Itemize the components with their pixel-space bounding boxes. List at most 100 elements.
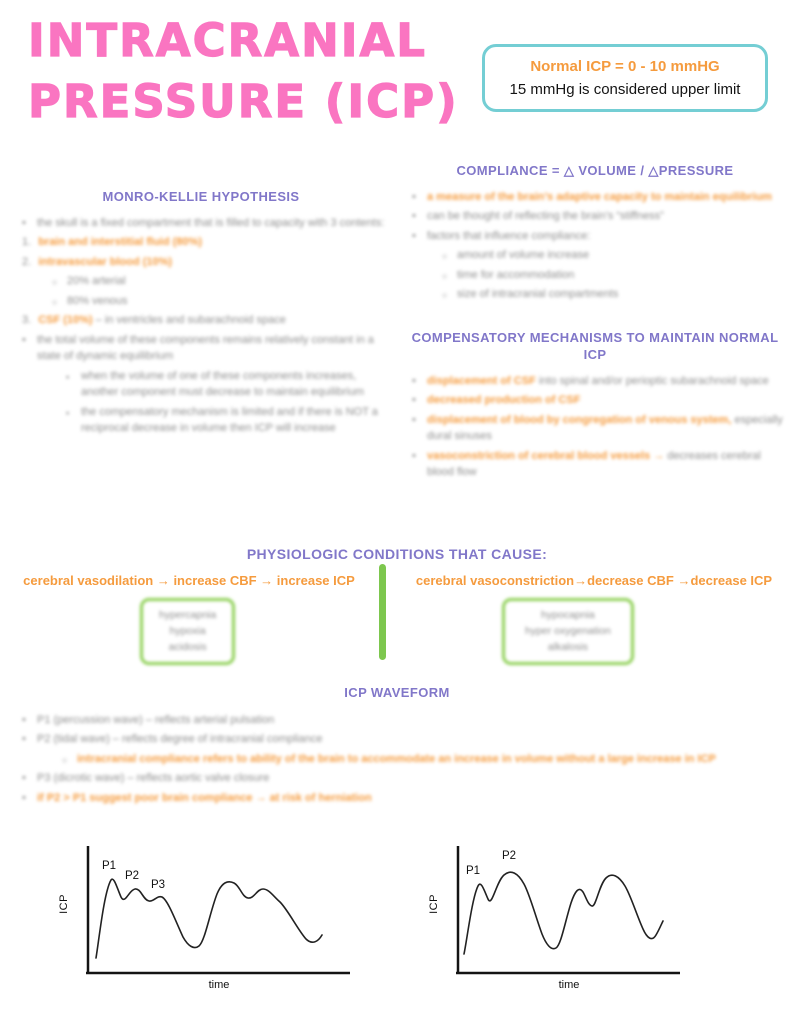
cause-item: hypercapnia (159, 608, 217, 621)
peak-label-p1: P1 (102, 860, 117, 872)
section-compliance: COMPLIANCE = △ VOLUME / △PRESSURE a meas… (402, 162, 788, 484)
list-item: intravascular blood (10%) (22, 254, 390, 271)
square-marker (66, 404, 74, 437)
compensatory-list: displacement of CSF into spinal and/or p… (402, 373, 788, 481)
x-axis-label: time (558, 979, 580, 991)
compliance-list: a measure of the brain’s adaptive capaci… (402, 189, 788, 303)
condition-boxes: hypercapnia hypoxia acidosis hypocapnia … (0, 597, 794, 670)
list-item: a measure of the brain’s adaptive capaci… (412, 189, 788, 206)
note-text: a measure of the brain’s adaptive capaci… (427, 190, 772, 203)
note-text: the compensatory mechanism is limited an… (81, 405, 378, 435)
cause-item: hyper oxygenation (525, 625, 611, 638)
circle-marker (442, 286, 450, 303)
bullet-marker (412, 228, 420, 245)
y-axis-label: ICP (57, 894, 70, 914)
poor-compliance-icp-waveform-chart: ICP time P1 P2 (428, 840, 708, 1016)
list-item: displacement of blood by congregation of… (412, 412, 788, 445)
section-physiologic-conditions: PHYSIOLOGIC CONDITIONS THAT CAUSE: cereb… (0, 545, 794, 670)
bullet-marker (22, 712, 30, 729)
page-title-line2: PRESSURE (ICP) (27, 74, 459, 128)
note-text-lead: displacement of blood by congregation of… (427, 413, 732, 426)
list-item: the compensatory mechanism is limited an… (66, 404, 390, 437)
circle-marker (62, 751, 70, 768)
list-item: CSF (10%) – in ventricles and subarachno… (22, 312, 390, 329)
list-item: displacement of CSF into spinal and/or p… (412, 373, 788, 390)
number-marker (22, 312, 31, 329)
monro-list: the skull is a fixed compartment that is… (12, 215, 390, 437)
icp-waveform-curve (463, 871, 664, 955)
peak-label-p2: P2 (125, 870, 140, 882)
list-item: vasoconstriction of cerebral blood vesse… (412, 448, 788, 481)
list-item: if P2 > P1 suggest poor brain compliance… (22, 790, 778, 807)
vasoconstriction-causes-box: hypocapnia hyper oxygenation alkalosis (502, 597, 634, 665)
bullet-marker (22, 790, 30, 807)
note-text: 20% arterial (67, 275, 126, 288)
number-marker (22, 234, 31, 251)
circle-marker (52, 273, 60, 290)
note-text: when the volume of one of these componen… (81, 369, 365, 399)
note-text-lead: CSF (10%) (38, 314, 93, 327)
list-item: intracranial compliance refers to abilit… (62, 751, 778, 768)
note-text: amount of volume increase (457, 249, 590, 262)
section-icp-waveform: ICP WAVEFORM P1 (percussion wave) – refl… (0, 684, 794, 809)
list-item: P2 (tidal wave) – reflects degree of int… (22, 731, 778, 748)
list-item: size of intracranial compartments (442, 286, 788, 303)
waveform-heading: ICP WAVEFORM (344, 685, 450, 700)
vasoconstriction-flow: cerebral vasoconstriction→decrease CBF →… (415, 572, 773, 588)
normal-icp-waveform-chart: ICP time P1 P2 P3 (58, 840, 358, 1016)
list-item: can be thought of reflecting the brain’s… (412, 208, 788, 225)
waveform-plot (86, 846, 350, 975)
list-item: when the volume of one of these componen… (66, 368, 390, 401)
note-text: factors that influence compliance: (427, 229, 591, 242)
list-item: 80% venous (52, 293, 390, 310)
bullet-marker (412, 373, 420, 390)
list-item: P1 (percussion wave) – reflects arterial… (22, 712, 778, 729)
x-axis-label: time (208, 979, 230, 991)
note-text: brain and interstitial fluid (80%) (38, 236, 202, 249)
note-text: CSF (10%) – in ventricles and subarachno… (38, 312, 286, 329)
circle-marker (442, 247, 450, 264)
compliance-heading: COMPLIANCE = △ VOLUME / △PRESSURE (456, 163, 734, 178)
note-text: if P2 > P1 suggest poor brain compliance… (37, 791, 372, 804)
note-text: the skull is a fixed compartment that is… (37, 216, 385, 229)
normal-icp-callout: Normal ICP = 0 - 10 mmHG 15 mmHg is cons… (482, 44, 768, 112)
note-text-lead: vasoconstriction of cerebral blood vesse… (427, 449, 665, 462)
green-divider-bar (379, 564, 386, 660)
list-item: P3 (dicrotic wave) – reflects aortic val… (22, 770, 778, 787)
note-text: can be thought of reflecting the brain’s… (427, 210, 664, 223)
vasodilation-causes-box: hypercapnia hypoxia acidosis (140, 597, 236, 665)
waveform-list: P1 (percussion wave) – reflects arterial… (22, 712, 778, 807)
cause-item: hypocapnia (541, 608, 595, 621)
list-item: factors that influence compliance: (412, 228, 788, 245)
number-marker (22, 254, 31, 271)
bullet-marker (22, 731, 30, 748)
bullet-marker (22, 770, 30, 787)
note-text: size of intracranial compartments (457, 288, 619, 301)
bullet-marker (412, 412, 420, 445)
bullet-marker (22, 332, 30, 365)
vasodilation-flow: cerebral vasodilation → increase CBF → i… (23, 572, 355, 588)
list-item: time for accommodation (442, 267, 788, 284)
callout-upper-limit: 15 mmHg is considered upper limit (509, 81, 741, 98)
bullet-marker (412, 189, 420, 206)
list-item: brain and interstitial fluid (80%) (22, 234, 390, 251)
page-title-line1: INTRACRANIAL (27, 13, 427, 67)
bullet-marker (412, 392, 420, 409)
cause-item: acidosis (168, 641, 207, 654)
list-item: amount of volume increase (442, 247, 788, 264)
note-text: decreased production of CSF (427, 394, 581, 407)
cause-item: hypoxia (169, 625, 206, 638)
note-text: P3 (dicrotic wave) – reflects aortic val… (37, 772, 270, 785)
physiologic-heading: PHYSIOLOGIC CONDITIONS THAT CAUSE: (246, 546, 548, 562)
note-text: the total volume of these components rem… (37, 333, 374, 363)
peak-label-p1: P1 (466, 865, 481, 877)
note-text: displacement of blood by congregation of… (427, 412, 788, 445)
list-item: 20% arterial (52, 273, 390, 290)
peak-label-p2: P2 (502, 850, 517, 862)
note-text: P2 (tidal wave) – reflects degree of int… (37, 733, 323, 746)
square-marker (66, 368, 74, 401)
peak-label-p3: P3 (151, 879, 166, 891)
page-title: INTRACRANIAL PRESSURE (ICP) (27, 10, 498, 132)
flow-row: cerebral vasodilation → increase CBF → i… (0, 573, 794, 588)
